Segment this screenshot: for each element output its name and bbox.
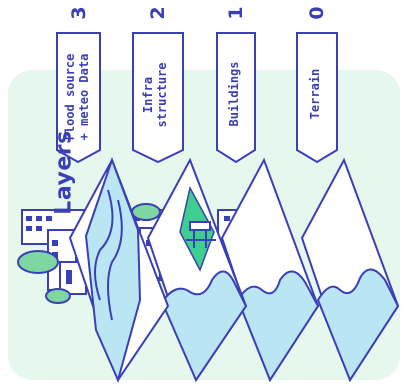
layer-number-2: 2 (147, 6, 169, 20)
layer-number-3: 3 (68, 6, 90, 20)
infrastructure-tower (186, 221, 216, 248)
layer-sheet-infrastructure (146, 157, 248, 383)
tag-flood-source (56, 32, 101, 164)
tag-label-flood-source: Flood source + meteo Data (63, 47, 97, 147)
tag-label-line: structure (155, 62, 169, 128)
tag-label-infrastructure: Infra structure (141, 47, 175, 143)
tag-label-line: Terrain (308, 68, 322, 120)
layer-sheet-terrain (300, 157, 400, 383)
layer-number-0: 0 (306, 6, 328, 20)
tag-label-line: Buildings (227, 61, 241, 127)
tag-label-line: + meteo Data (77, 53, 91, 141)
flood-river (84, 157, 142, 383)
tag-label-line: Flood source (63, 53, 77, 141)
tag-label-buildings: Buildings (227, 48, 245, 140)
layer-sheet-flood (68, 157, 170, 383)
tag-buildings (216, 32, 256, 164)
tag-terrain (296, 32, 338, 164)
layer-sheet-buildings (220, 157, 320, 383)
tag-label-line: Infra (141, 76, 155, 114)
tag-infrastructure (132, 32, 184, 164)
layer-number-1: 1 (225, 6, 247, 20)
trees-left (17, 250, 71, 304)
tag-label-terrain: Terrain (308, 48, 326, 140)
